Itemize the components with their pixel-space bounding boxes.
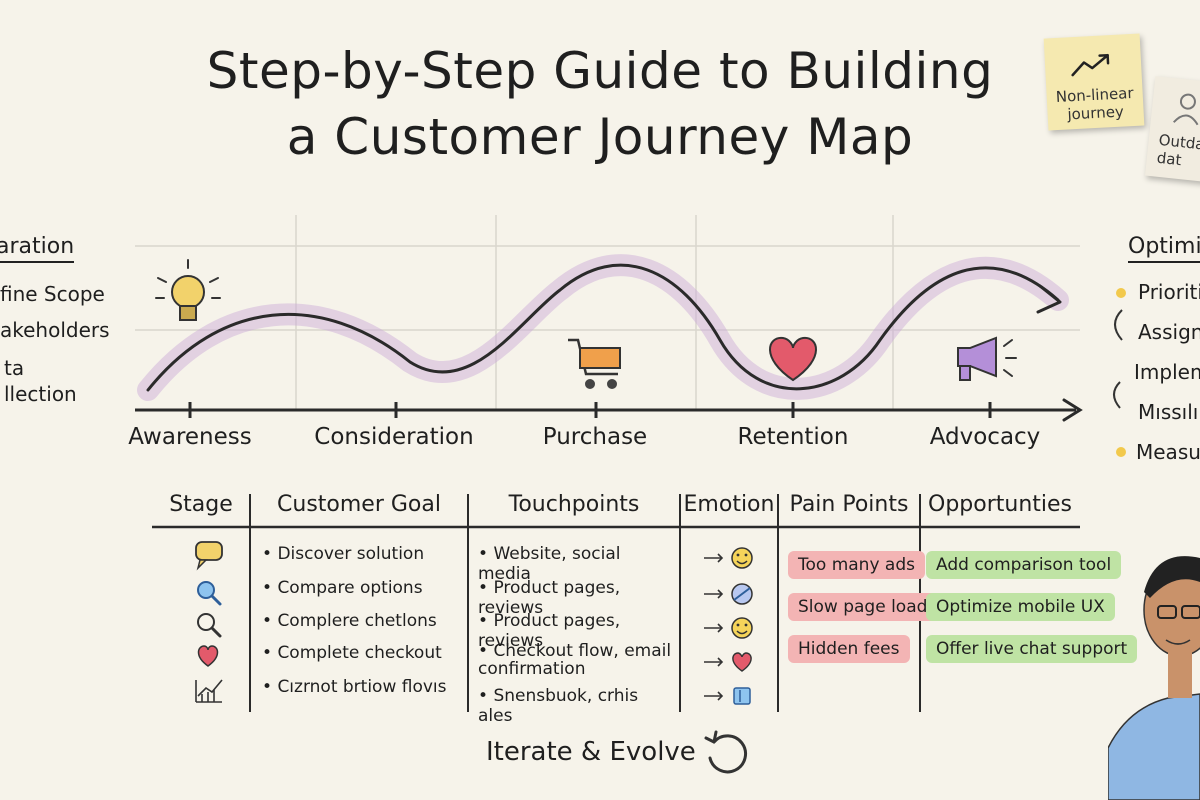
stage-advocacy: Advocacy [929,424,1041,450]
stage-ticks [188,402,992,418]
sticky-note-nonlinear: Non-linear journey [1043,33,1145,131]
goal-row-1: • Discover solution [262,544,425,564]
opt-item-prioritize: Prioriti [1138,280,1200,304]
prep-item-scope: fine Scope [0,282,105,306]
optimization-heading: Optimiz [1128,234,1200,263]
megaphone-icon [957,336,1017,381]
title-line-2: a Customer Journey Map [286,108,914,166]
goal-text: Cızrnot brtiow flovıs [277,677,447,697]
stage-icons-column [195,541,223,703]
trend-arrow-icon [1071,54,1110,77]
goal-text: Discover solution [277,544,425,564]
stage-consideration: Consideration [314,424,474,450]
header-touchpoints: Touchpoints [508,492,640,517]
emotion-arrows [704,553,724,701]
journey-wave-glow [137,254,1069,401]
stage-purchase: Purchase [542,424,648,450]
cycle-arrow-icon [704,730,747,774]
header-customer-goal: Customer Goal [277,492,441,517]
confused-icon [731,583,753,605]
stage-retention: Retention [737,424,849,450]
goal-text: Compare options [277,578,423,598]
optimization-flow-arrows [1113,288,1126,457]
goal-text: Complere chetlons [277,611,437,631]
shopping-cart-icon [568,338,621,389]
goal-row-3: • Complere chetlons [262,611,437,631]
goal-row-5: • Cızrnot brtiow flovıs [262,677,447,697]
diagram-grid [135,215,1080,410]
opt-item-monitor: Mıssılıl [1138,400,1200,424]
opportunity-tag: Optimize mobile UX [926,593,1115,621]
touchpoint-row-5: • Snensbuok, crhis ales [478,686,639,726]
speech-bubble-icon [195,541,223,571]
header-stage: Stage [169,492,233,517]
smiley-icon [731,547,753,569]
preparation-heading: aration [0,234,75,263]
prep-item-collection: llection [4,382,77,406]
person-icon [1172,93,1199,126]
opt-item-assign: Assign [1138,320,1200,344]
goal-text: Complete checkout [277,643,442,663]
smiley-icon [731,617,753,639]
pain-point-tag: Hidden fees [788,635,910,663]
magnifier-icon [197,581,222,606]
prep-item-stakeholders: akeholders [0,318,110,342]
journey-diagram [135,215,1083,422]
touchpoint-text: Website, social media [478,544,621,584]
opt-item-implement: Implem [1134,360,1200,384]
stage-axis-arrowhead [1062,398,1083,422]
stage-awareness: Awareness [128,424,252,450]
pain-point-tag: Slow page load [788,593,938,621]
touchpoint-text: Product pages, reviews [478,578,621,618]
presenter-illustration [1108,556,1200,800]
magnifier-icon [197,613,222,638]
touchpoint-text: Checkout flow, email confirmation [478,641,672,679]
header-opportunities: Opportunties [928,492,1072,517]
goal-row-2: • Compare options [262,578,423,598]
heart-icon [769,336,817,382]
page-title: Step-by-Step Guide to Building a Custome… [120,38,1080,170]
iterate-evolve-label: Iterate & Evolve [486,737,696,767]
prep-item-data: ta [4,356,25,380]
title-line-1: Step-by-Step Guide to Building [206,42,994,100]
emotion-column [704,547,753,705]
touchpoint-row-2: • Product pages, reviews [478,578,621,618]
journey-wave-arrowhead [1036,284,1062,314]
heart-icon [732,652,752,672]
touchpoint-row-4: • Checkout flow, email confirmation [478,641,672,679]
pain-point-tag: Too many ads [788,551,925,579]
journey-wave-line [146,263,1060,392]
header-emotion: Emotion [683,492,775,517]
touchpoint-row-3: • Product pages, reviews [478,611,621,651]
touchpoint-text: Snensbuok, crhis ales [478,686,639,726]
opt-item-measure: Measur [1136,440,1200,464]
lightbulb-icon [155,259,221,321]
thumbs-icon [733,687,751,705]
sticky-note-outdated: Outda dat [1144,76,1200,184]
touchpoint-row-1: • Website, social media [478,544,621,584]
header-pain-points: Pain Points [789,492,909,517]
touchpoint-text: Product pages, reviews [478,611,621,651]
chart-icon [195,679,223,703]
heart-icon [197,645,219,667]
goal-row-4: • Complete checkout [262,643,442,663]
opportunity-tag: Add comparison tool [926,551,1122,579]
opportunity-tag: Offer live chat support [926,635,1138,663]
